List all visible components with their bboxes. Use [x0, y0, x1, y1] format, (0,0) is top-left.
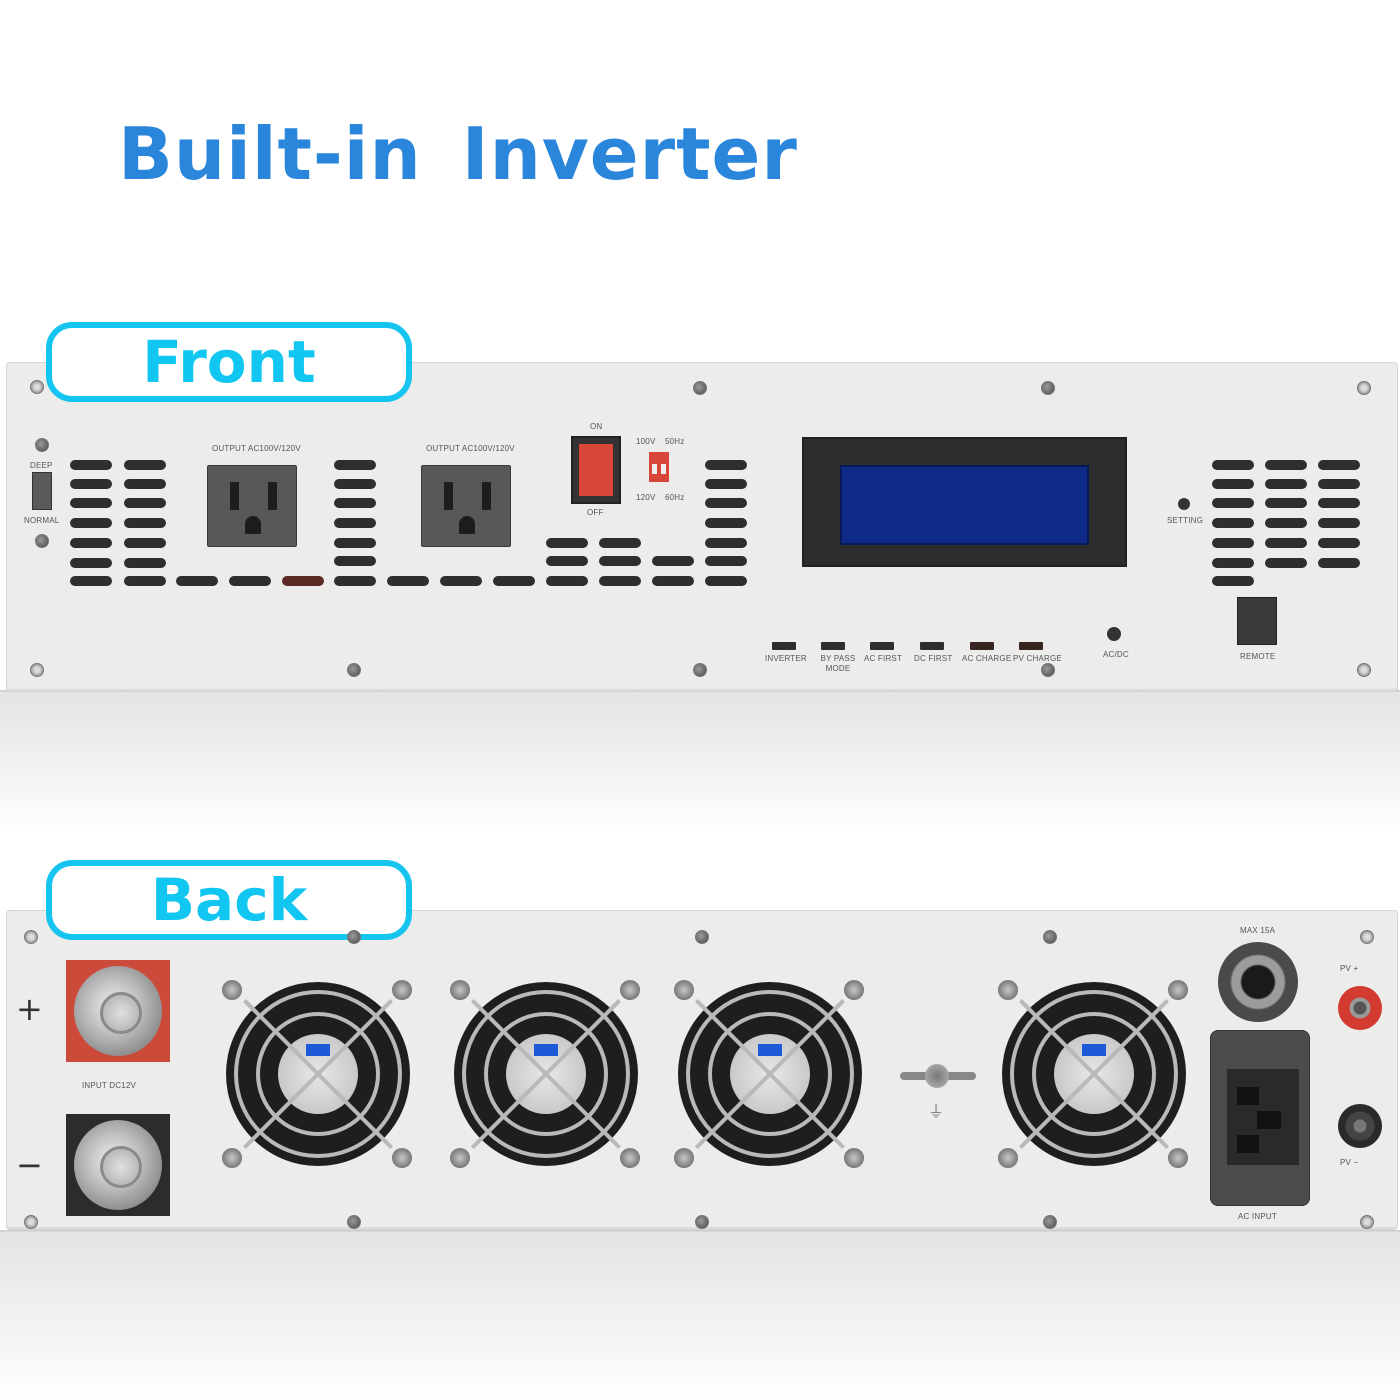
dip-60hz-label: 60Hz: [665, 493, 685, 502]
ac-outlet-1[interactable]: [207, 465, 297, 547]
power-rocker: [579, 444, 613, 496]
dip-100v-label: 100V: [636, 437, 656, 446]
outlet-slot: [230, 482, 239, 510]
acdc-button[interactable]: [1107, 627, 1121, 641]
indicator-dc-first-label: DC FIRST: [914, 654, 953, 663]
front-shelf: [0, 692, 1400, 832]
dc-negative-terminal[interactable]: [66, 1114, 170, 1216]
minus-symbol: −: [16, 1146, 43, 1184]
pv-positive-label: PV +: [1340, 964, 1359, 973]
setting-button[interactable]: [1178, 498, 1190, 510]
screw-icon: [1357, 381, 1371, 395]
cooling-fan-icon: [448, 976, 644, 1172]
remote-port[interactable]: [1237, 597, 1277, 645]
front-shelf-edge: [0, 690, 1400, 694]
ac-outlet-2[interactable]: [421, 465, 511, 547]
circuit-breaker-button[interactable]: [1218, 942, 1298, 1022]
off-label: OFF: [587, 508, 604, 517]
screw-icon: [35, 534, 49, 548]
ground-icon: ⏚: [928, 1102, 945, 1121]
screw-icon: [1041, 663, 1055, 677]
indicator-ac-first-led: [870, 642, 894, 650]
ac-input-label: AC INPUT: [1238, 1212, 1277, 1221]
indicator-ac-charge-led: [970, 642, 994, 650]
front-label: Front: [46, 322, 412, 402]
screw-icon: [35, 438, 49, 452]
cooling-fan-icon: [220, 976, 416, 1172]
breaker-label: MAX 15A: [1240, 926, 1276, 935]
screw-icon: [693, 381, 707, 395]
screw-icon: [1041, 381, 1055, 395]
screw-icon: [347, 930, 361, 944]
indicator-bypass-led: [821, 642, 845, 650]
setting-label: SETTING: [1167, 516, 1204, 525]
back-shelf-edge: [0, 1230, 1400, 1234]
screw-icon: [1043, 1215, 1057, 1229]
screw-icon: [24, 930, 38, 944]
screw-icon: [24, 1215, 38, 1229]
screw-icon: [693, 663, 707, 677]
outlet-slot: [268, 482, 277, 510]
outlet-ground: [459, 516, 475, 534]
indicator-bypass-label: BY PASS MODE: [820, 654, 856, 673]
cooling-fan-icon: [996, 976, 1192, 1172]
indicator-dc-first-led: [920, 642, 944, 650]
outlet-2-label: OUTPUT AC100V/120V: [426, 444, 515, 453]
screw-icon: [30, 663, 44, 677]
screw-icon: [1357, 663, 1371, 677]
ac-input-socket[interactable]: [1210, 1030, 1310, 1206]
indicator-inverter-label: INVERTER: [765, 654, 807, 663]
normal-label: NORMAL: [24, 516, 60, 525]
voltage-frequency-dip-switch[interactable]: [649, 452, 669, 482]
dip-120v-label: 120V: [636, 493, 656, 502]
acdc-label: AC/DC: [1103, 650, 1129, 659]
dc-positive-terminal[interactable]: [66, 960, 170, 1062]
deep-normal-switch[interactable]: [32, 472, 52, 510]
outlet-slot: [482, 482, 491, 510]
screw-icon: [30, 380, 44, 394]
pv-negative-label: PV −: [1340, 1158, 1359, 1167]
back-label: Back: [46, 860, 412, 940]
pv-positive-terminal[interactable]: [1338, 986, 1382, 1030]
screw-icon: [695, 930, 709, 944]
screw-icon: [1043, 930, 1057, 944]
lcd-screen: [840, 465, 1089, 545]
screw-icon: [347, 1215, 361, 1229]
indicator-pv-charge-led: [1019, 642, 1043, 650]
screw-icon: [347, 663, 361, 677]
on-label: ON: [590, 422, 603, 431]
cooling-fan-icon: [672, 976, 868, 1172]
dc-input-label: INPUT DC12V: [82, 1081, 137, 1090]
outlet-slot: [444, 482, 453, 510]
indicator-pv-charge-label: PV CHARGE: [1013, 654, 1062, 663]
power-switch[interactable]: [571, 436, 621, 504]
back-shelf: [0, 1232, 1400, 1400]
screw-icon: [1360, 930, 1374, 944]
indicator-ac-charge-label: AC CHARGE: [962, 654, 1012, 663]
remote-label: REMOTE: [1240, 652, 1276, 661]
page-title: Built-in Inverter: [118, 112, 798, 196]
screw-icon: [695, 1215, 709, 1229]
deep-label: DEEP: [30, 461, 53, 470]
plus-symbol: +: [16, 990, 43, 1028]
dip-50hz-label: 50Hz: [665, 437, 685, 446]
lcd-display: [802, 437, 1127, 567]
outlet-1-label: OUTPUT AC100V/120V: [212, 444, 301, 453]
pv-negative-terminal[interactable]: [1338, 1104, 1382, 1148]
outlet-ground: [245, 516, 261, 534]
indicator-ac-first-label: AC FIRST: [864, 654, 903, 663]
ground-nut: [925, 1064, 949, 1088]
indicator-inverter-led: [772, 642, 796, 650]
screw-icon: [1360, 1215, 1374, 1229]
